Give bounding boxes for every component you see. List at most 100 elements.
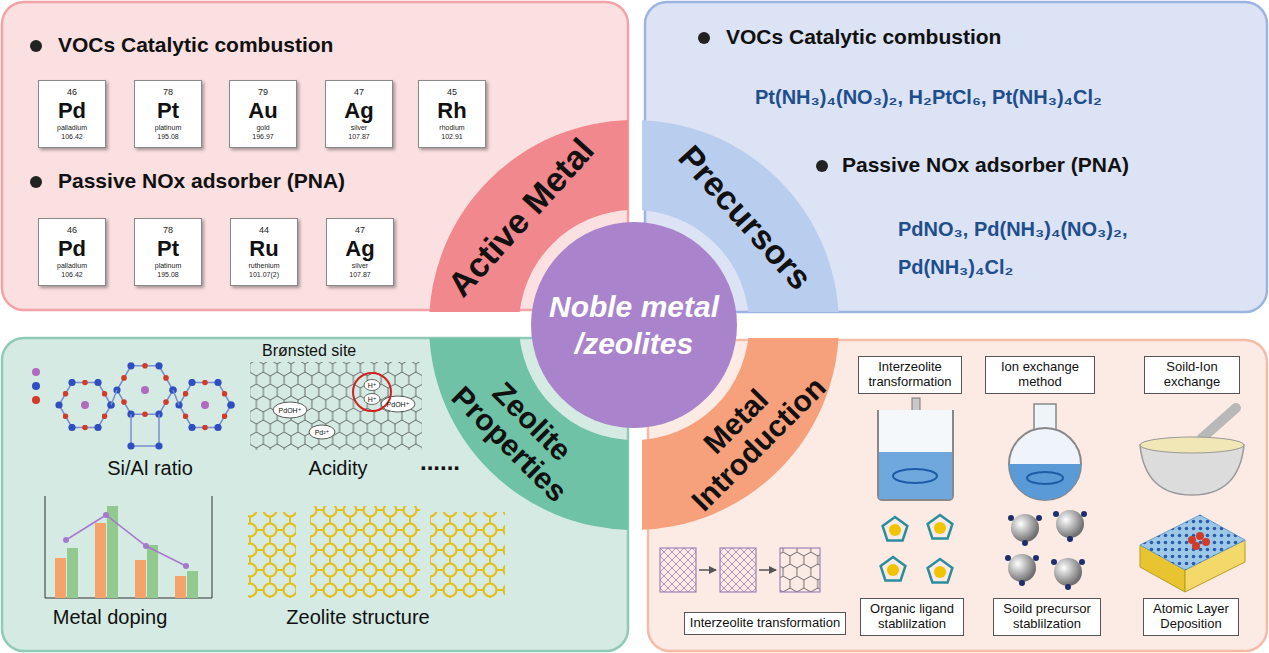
callout-label: Brønsted site [262,342,356,360]
element-tile: 78Ptplatinum195.08 [134,218,202,286]
tile-sym: Ru [249,236,278,261]
text-slot: H⁺ [352,395,392,404]
element-tile: 47Agsilver107.87 [325,80,393,148]
element-tile: 78Ptplatinum195.08 [134,80,202,148]
method-box: Ion exchange method [985,356,1095,394]
caption: Acidity [238,457,438,480]
tile-sym: Au [248,98,277,123]
text-slot: Zeolite structure [258,606,458,629]
quadrant-band: Metal Introduction [642,338,839,530]
box-label: Organic ligand stablilzation [865,602,959,632]
tile-mass: 101.07(2) [249,270,279,279]
element-tile: 46Pdpalladium106.42 [38,80,106,148]
caption: Zeolite structure [258,606,458,629]
band-ring [429,120,628,312]
tile-ename: platinum [155,123,181,132]
tile-mass: 106.42 [61,270,82,279]
text-slot: PdNO₃, Pd(NH₃)₄(NO₃)₂, Pd(NH₃)₄Cl₂ [898,210,1198,286]
tile-num: 46 [67,87,77,98]
method-box: Interzeolite transformation [684,612,846,635]
tile-num: 45 [447,87,457,98]
box-label: Soild precursor stablilzation [998,602,1096,632]
formula-text: Pt(NH₃)₄(NO₃)₂, H₂PtCl₆, Pt(NH₃)₄Cl₂ [755,86,1102,109]
method-box: Interzeolite transformation [858,356,962,394]
text-slot: Acidity [238,457,438,480]
ion-label: PdOH⁺ [378,400,418,409]
ion-label: Pd²⁺ [302,428,342,437]
text-slot: Passive NOx adsorber (PNA) [58,169,345,193]
tile-ename: ruthenium [248,261,279,270]
band-ring [642,338,839,530]
tile-ename: palladium [57,261,87,270]
tile-sym: Pd [58,98,86,123]
center-title: Noble metal /zeolites [539,288,729,363]
tile-mass: 107.87 [348,132,369,141]
box-label: Ion exchange method [990,360,1090,390]
tile-ename: silver [352,261,368,270]
text-slot: VOCs Catalytic combustion [726,25,1001,49]
text-slot: Passive NOx adsorber (PNA) [842,153,1129,177]
text-slot: Pt(NH₃)₄(NO₃)₂, H₂PtCl₆, Pt(NH₃)₄Cl₂ [755,86,1102,109]
tile-ename: gold [256,123,269,132]
box-label: Interzeolite transformation [689,616,841,631]
tile-mass: 195.08 [157,132,178,141]
tile-num: 46 [67,225,77,236]
tile-sym: Pd [58,236,86,261]
box-label: Atomic Layer Deposition [1148,602,1234,632]
tile-num: 79 [258,87,268,98]
method-box: Organic ligand stablilzation [860,598,964,636]
tile-mass: 102.91 [441,132,462,141]
tile-num: 47 [355,225,365,236]
text-slot: Pd²⁺ [302,428,342,437]
tile-sym: Pt [157,98,179,123]
text-slot: H⁺ [352,381,392,390]
ion-label: H⁺ [352,395,392,404]
tile-mass: 106.42 [61,132,82,141]
formula-text: PdNO₃, Pd(NH₃)₄(NO₃)₂, Pd(NH₃)₄Cl₂ [898,210,1198,286]
tile-sym: Ag [345,236,374,261]
text-slot: Brønsted site [262,342,356,360]
box-label: Interzeolite transformation [863,360,957,390]
element-tile: 44Ruruthenium101.07(2) [230,218,298,286]
bullet-heading: VOCs Catalytic combustion [58,33,333,57]
text-slot: Metal doping [10,606,210,629]
text-slot: Si/Al ratio [50,457,250,480]
tile-sym: Ag [344,98,373,123]
tile-mass: 195.08 [157,270,178,279]
panel: Si/Al ratioAcidity...... Metal doping Zeol… [2,338,628,651]
tile-ename: platinum [155,261,181,270]
method-box: Atomic Layer Deposition [1143,598,1239,636]
band-ring [429,338,628,530]
tile-ename: silver [351,123,367,132]
caption: Metal doping [10,606,210,629]
bullet-heading: Passive NOx adsorber (PNA) [842,153,1129,177]
box-label: Soild-Ion exchange [1149,360,1235,390]
bullet-heading: Passive NOx adsorber (PNA) [58,169,345,193]
text-slot: PdOH⁺ [270,406,310,415]
element-tile: 46Pdpalladium106.42 [38,218,106,286]
band-ring [642,120,839,312]
ion-label: H⁺ [352,381,392,390]
caption: Si/Al ratio [50,457,250,480]
ion-label: PdOH⁺ [270,406,310,415]
tile-mass: 107.87 [349,270,370,279]
bullet-heading: VOCs Catalytic combustion [726,25,1001,49]
tile-ename: palladium [57,123,87,132]
ellipsis: ...... [400,448,480,476]
method-box: Soild precursor stablilzation [993,598,1101,636]
tile-num: 47 [354,87,364,98]
text-slot: PdOH⁺ [378,400,418,409]
element-tile: 47Agsilver107.87 [326,218,394,286]
quadrant-band: Zeolite Properties [429,338,628,530]
tile-mass: 196.97 [252,132,273,141]
center-circle: Noble metal /zeolites [531,222,737,428]
tile-ename: rhodium [439,123,464,132]
text-slot: ...... [400,448,480,476]
tile-sym: Pt [157,236,179,261]
method-box: Soild-Ion exchange [1144,356,1240,394]
tile-num: 78 [163,87,173,98]
element-tile: 79Augold196.97 [229,80,297,148]
tile-sym: Rh [437,98,466,123]
tile-num: 78 [163,225,173,236]
